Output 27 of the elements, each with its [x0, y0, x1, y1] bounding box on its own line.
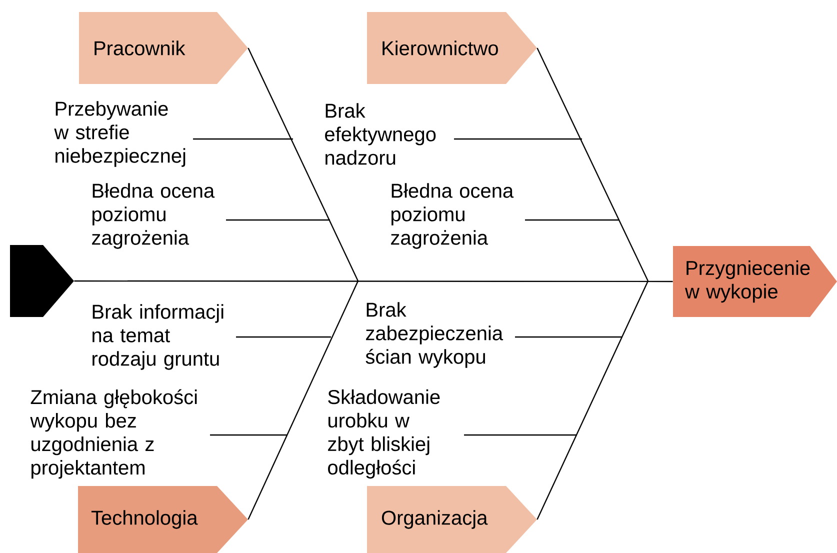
bone-line — [536, 280, 649, 520]
cause-line — [515, 336, 622, 338]
cause-text: Błedna ocena poziomu zagrożenia — [92, 183, 215, 249]
category-box: Kierownictwo — [367, 12, 537, 84]
cause-text: Brak zabezpieczenia ścian wykopu — [366, 302, 504, 368]
category-box: Technologia — [78, 486, 248, 553]
cause-text: Brak informacji na temat rodzaju gruntu — [92, 304, 224, 370]
category-box: Pracownik — [79, 12, 248, 84]
cause-line — [193, 138, 293, 140]
cause-line — [454, 138, 582, 140]
cause-text: Zmiana głębokości wykopu bez uzgodnienia z projektantem — [30, 389, 197, 479]
spine-line — [74, 280, 673, 282]
bone-line — [248, 280, 359, 520]
cause-text: Błedna ocena poziomu zagrożenia — [391, 183, 514, 249]
cause-line — [464, 434, 577, 436]
cause-text: Brak efektywnego nadzoru — [325, 103, 436, 165]
cause-text: Przebywanie w strefie niebezpiecznej — [54, 101, 186, 167]
effect-box: Przygniecenie w wykopie — [673, 246, 837, 317]
cause-text: Składowanie urobku w zbyt bliskiej odległości — [328, 389, 440, 479]
category-box: Organizacja — [367, 486, 537, 553]
bone-line — [248, 48, 359, 282]
tail-shape — [10, 245, 74, 317]
cause-line — [210, 434, 287, 436]
cause-line — [525, 219, 619, 221]
cause-line — [226, 219, 330, 221]
bone-line — [536, 48, 649, 282]
cause-line — [236, 336, 331, 338]
